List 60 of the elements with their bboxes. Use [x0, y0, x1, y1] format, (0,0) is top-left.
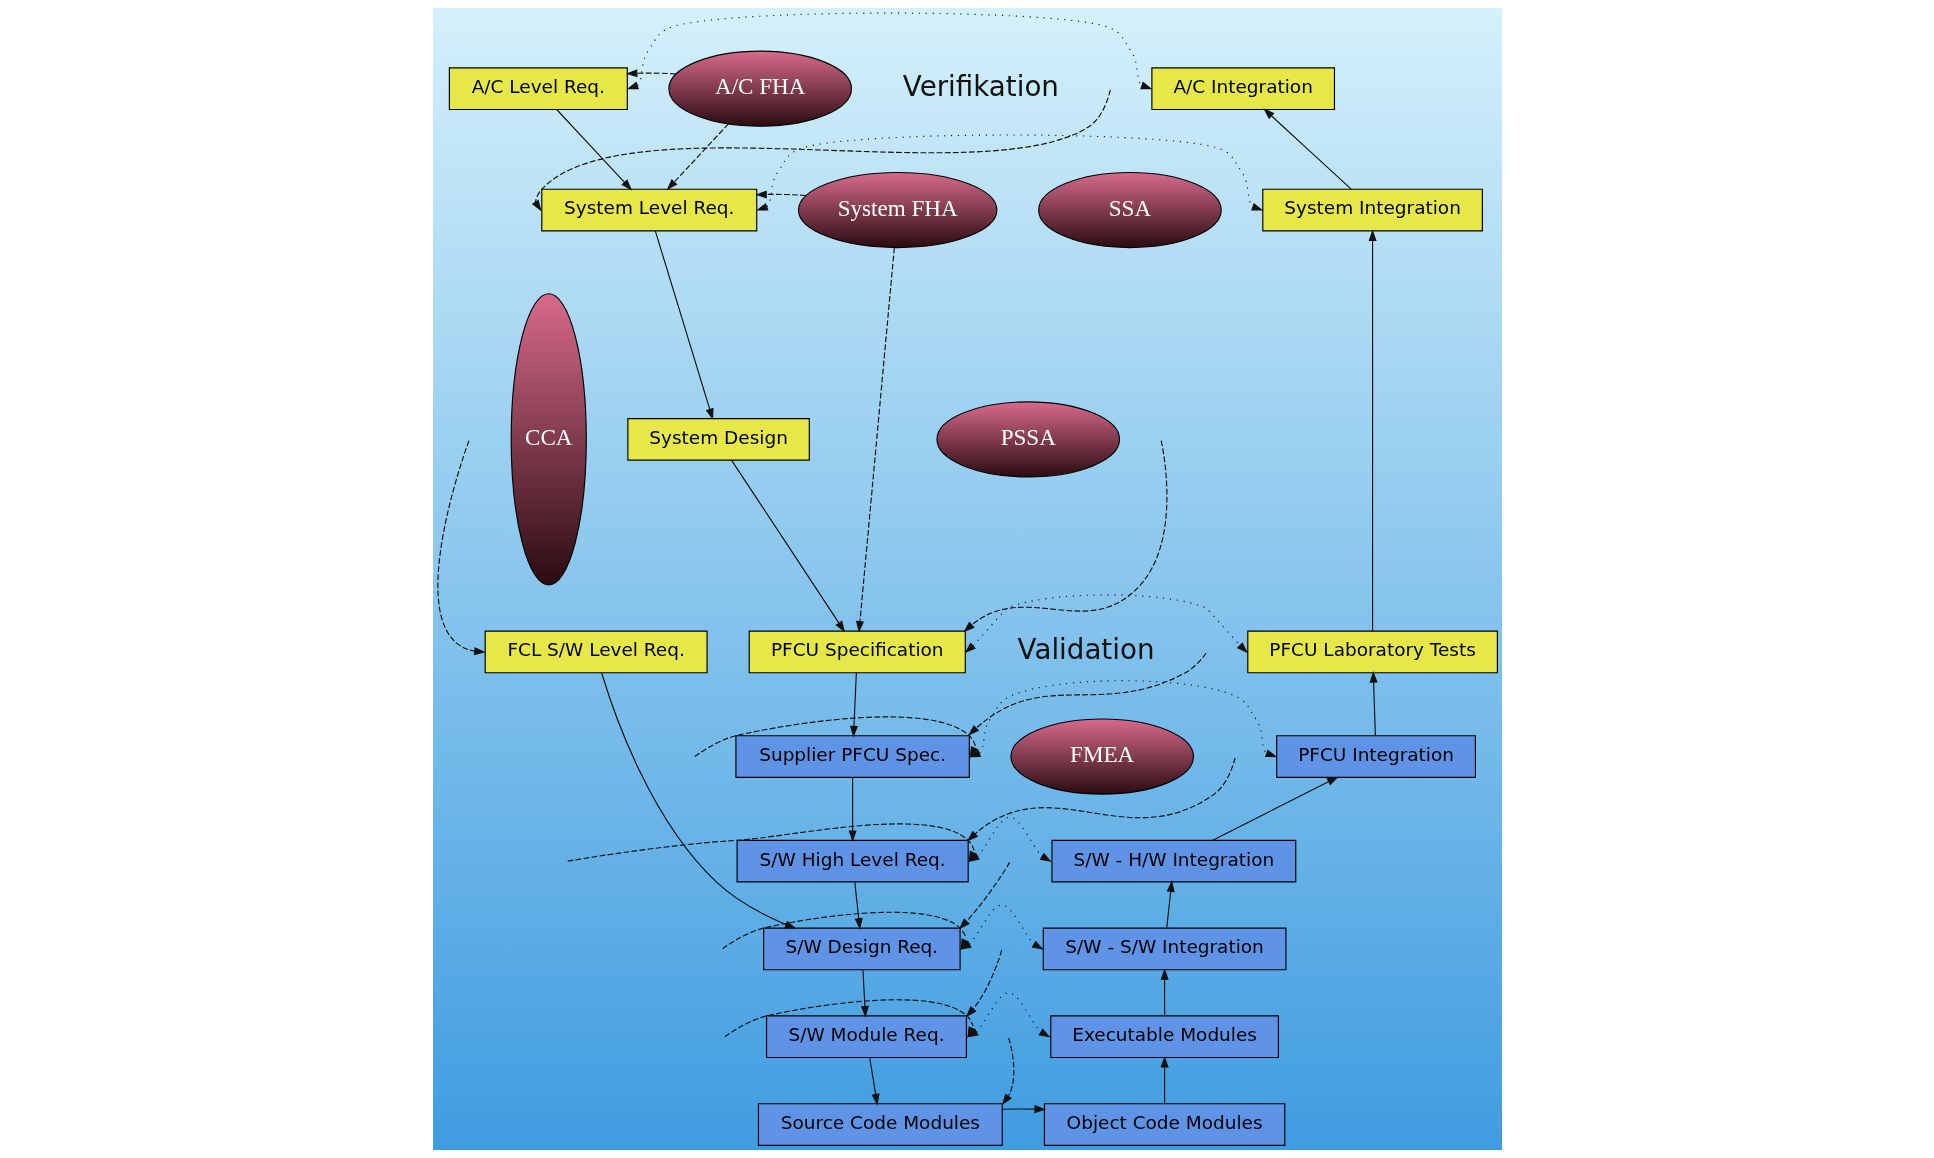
arrow — [853, 881, 863, 930]
node-box: S/W - H/W Integration — [1050, 839, 1296, 883]
arrow — [531, 89, 1111, 212]
arrow — [849, 672, 858, 738]
node-box: FCL S/W Level Req. — [484, 630, 708, 674]
arrow — [754, 190, 806, 199]
node-ellipse: SSA — [1037, 171, 1222, 249]
arrow — [555, 108, 632, 191]
arrow — [436, 440, 486, 656]
node-box: S/W Module Req. — [765, 1015, 967, 1059]
arrow — [848, 776, 857, 843]
arrow — [962, 440, 1167, 633]
arrow — [868, 1057, 880, 1106]
arrow — [625, 69, 676, 78]
node-box: System Integration — [1261, 188, 1483, 232]
node-box: System Design — [626, 418, 810, 461]
arrow — [666, 123, 729, 191]
arrow — [964, 594, 1248, 654]
node-box: S/W Design Req. — [762, 927, 961, 971]
arrow — [600, 672, 796, 929]
node-box: Object Code Modules — [1043, 1103, 1285, 1146]
arrow — [1369, 671, 1378, 737]
node-box: S/W High Level Req. — [736, 839, 969, 883]
node-box: System Level Req. — [540, 188, 757, 232]
arrow — [730, 459, 845, 633]
node-box: A/C Level Req. — [448, 67, 628, 111]
arrow — [626, 12, 1152, 90]
arrow — [1001, 1093, 1046, 1114]
arrow — [1211, 776, 1339, 841]
arrow — [965, 949, 1002, 1018]
arrow — [860, 969, 869, 1018]
arrow — [958, 861, 1010, 930]
arrow — [1165, 880, 1175, 929]
node-ellipse: A/C FHA — [667, 50, 852, 127]
arrow — [966, 757, 1236, 842]
node-box: Supplier PFCU Spec. — [734, 735, 970, 778]
node-box: PFCU Laboratory Tests — [1246, 630, 1498, 674]
arrow — [1368, 229, 1377, 632]
arrow — [1001, 1037, 1014, 1106]
node-ellipse: FMEA — [1009, 718, 1194, 795]
node-box: Source Code Modules — [757, 1103, 1003, 1146]
label: Validation — [1017, 633, 1154, 667]
node-box: A/C Integration — [1150, 67, 1335, 111]
arrow — [1160, 1055, 1169, 1105]
label: Verifikation — [902, 69, 1059, 103]
node-box: S/W - S/W Integration — [1042, 927, 1286, 971]
node-box: Executable Modules — [1049, 1015, 1279, 1059]
node-box: PFCU Integration — [1275, 735, 1476, 778]
node-ellipse: PSSA — [935, 401, 1120, 478]
arrow — [855, 247, 895, 633]
arrow — [967, 652, 1207, 736]
arrow — [968, 680, 1277, 759]
arrow — [1262, 108, 1352, 190]
node-ellipse: CCA — [510, 293, 587, 586]
arrow — [693, 716, 981, 759]
arrow — [755, 134, 1263, 211]
arrow — [1160, 968, 1169, 1017]
arrow — [654, 230, 714, 421]
node-ellipse: System FHA — [797, 171, 997, 249]
node-box: PFCU Specification — [748, 630, 966, 674]
